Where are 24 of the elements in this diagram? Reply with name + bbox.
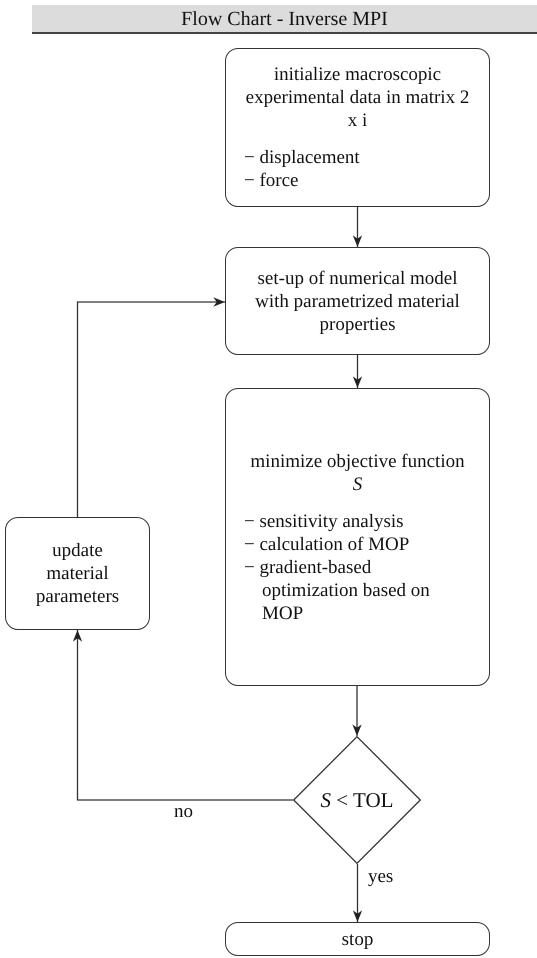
process-box bbox=[225, 388, 490, 686]
node-text: set-up of numerical model with parametrized material properties bbox=[254, 266, 461, 336]
process-box bbox=[225, 247, 490, 355]
arrow bbox=[76, 297, 225, 517]
process-box bbox=[5, 517, 150, 630]
decision-diamond bbox=[293, 736, 421, 864]
arrow bbox=[72, 630, 293, 801]
list-item: − calculation of MOP bbox=[244, 532, 410, 556]
arrow bbox=[352, 355, 362, 388]
list-item: − sensitivity analysis bbox=[244, 510, 405, 532]
arrow bbox=[352, 207, 362, 247]
node-text: update material parameters bbox=[34, 539, 120, 608]
process-box bbox=[225, 48, 490, 207]
list-item: − force bbox=[244, 169, 300, 192]
node-text: S < TOL bbox=[320, 788, 394, 812]
list-item: − gradient-based optimization based on MOP bbox=[244, 556, 431, 624]
node-text: initialize macroscopic experimental data in matrix 2 x i bbox=[244, 63, 470, 132]
process-box bbox=[225, 922, 490, 956]
node-text: minimize objective function S bbox=[249, 450, 466, 496]
arrow bbox=[352, 864, 362, 922]
arrow bbox=[352, 686, 362, 736]
chart-title: Flow Chart - Inverse MPI bbox=[32, 5, 537, 34]
node-text: stop bbox=[340, 928, 374, 950]
list-item: − displacement bbox=[244, 146, 361, 169]
